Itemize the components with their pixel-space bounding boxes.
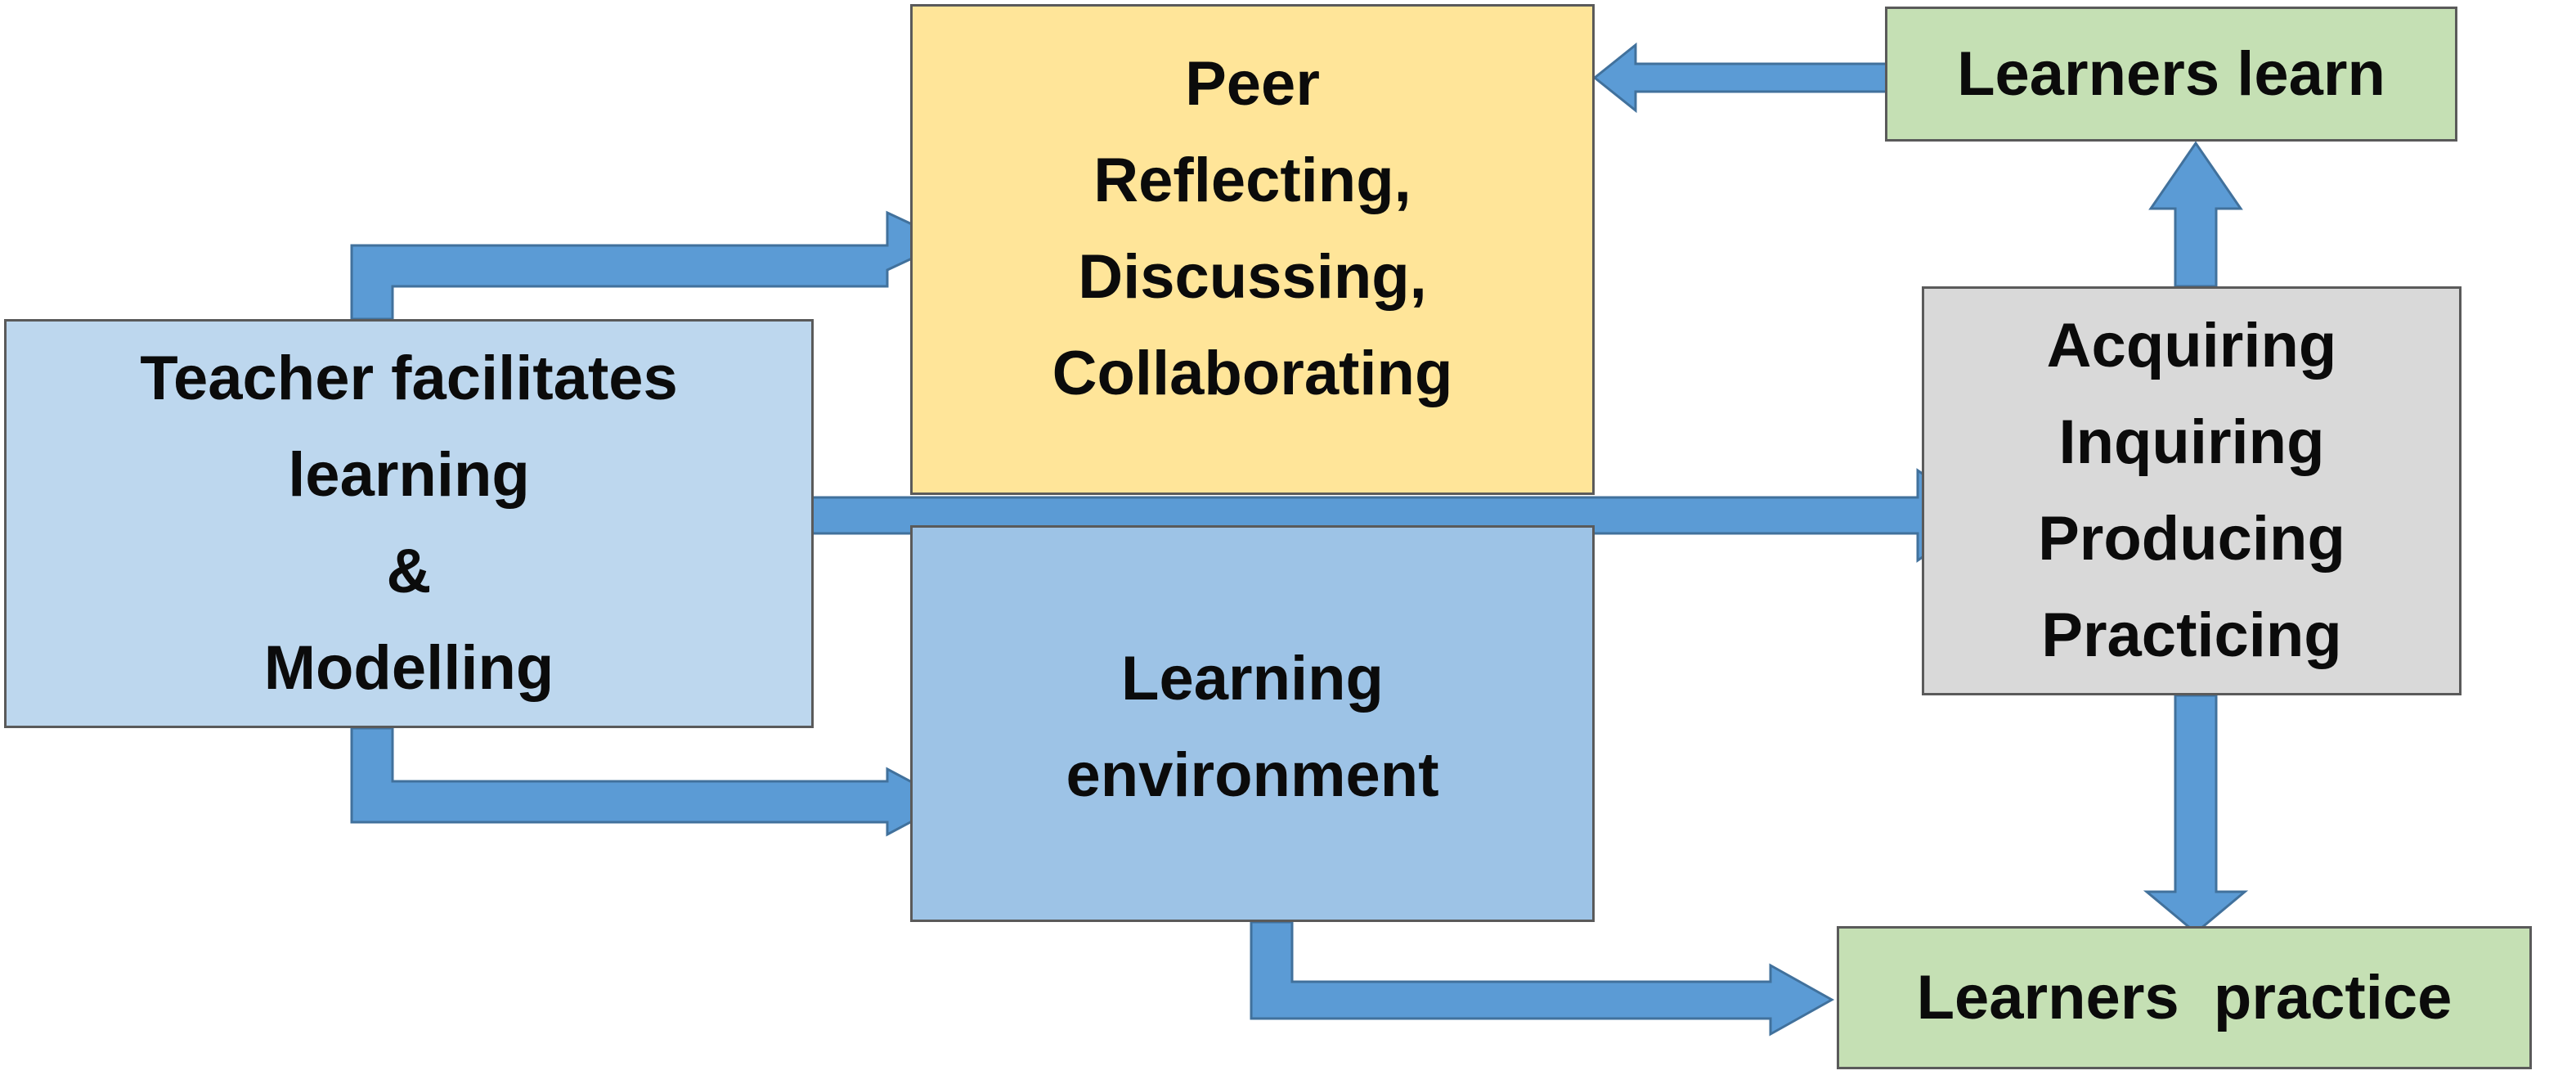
acquiring-line-3: Producing xyxy=(2038,504,2345,573)
acquiring-box: Acquiring Inquiring Producing Practicing xyxy=(1922,286,2462,695)
teacher-line-4: Modelling xyxy=(263,633,554,703)
teacher-line-3: & xyxy=(386,537,432,606)
arrow-environment-to-practice xyxy=(1250,920,1835,1037)
peer-line-3: Discussing, xyxy=(1078,242,1427,312)
arrow-teacher-to-environment xyxy=(350,726,952,837)
teacher-box: Teacher facilitates learning & Modelling xyxy=(4,319,814,728)
learners-practice-label: Learners practice xyxy=(1916,962,2453,1032)
acquiring-line-4: Practicing xyxy=(2041,600,2342,670)
learning-environment-box: Learning environment xyxy=(910,525,1595,922)
teacher-line-2: learning xyxy=(288,440,530,510)
environment-line-2: environment xyxy=(1066,740,1439,810)
environment-line-1: Learning xyxy=(1121,644,1384,713)
peer-line-4: Collaborating xyxy=(1052,339,1453,408)
acquiring-line-1: Acquiring xyxy=(2046,311,2337,380)
learners-practice-box: Learners practice xyxy=(1837,926,2532,1069)
learners-learn-box: Learners learn xyxy=(1885,7,2457,142)
learners-learn-label: Learners learn xyxy=(1957,38,2385,109)
peer-line-2: Reflecting, xyxy=(1093,146,1411,215)
arrow-teacher-to-peer xyxy=(350,210,952,321)
arrow-acquiring-to-learners-learn xyxy=(2148,141,2243,288)
acquiring-line-2: Inquiring xyxy=(2058,407,2325,477)
teacher-line-1: Teacher facilitates xyxy=(140,344,678,413)
peer-line-1: Peer xyxy=(1185,49,1320,119)
arrow-acquiring-learners-practice xyxy=(2143,694,2249,934)
peer-box: Peer Reflecting, Discussing, Collaborati… xyxy=(910,4,1595,495)
